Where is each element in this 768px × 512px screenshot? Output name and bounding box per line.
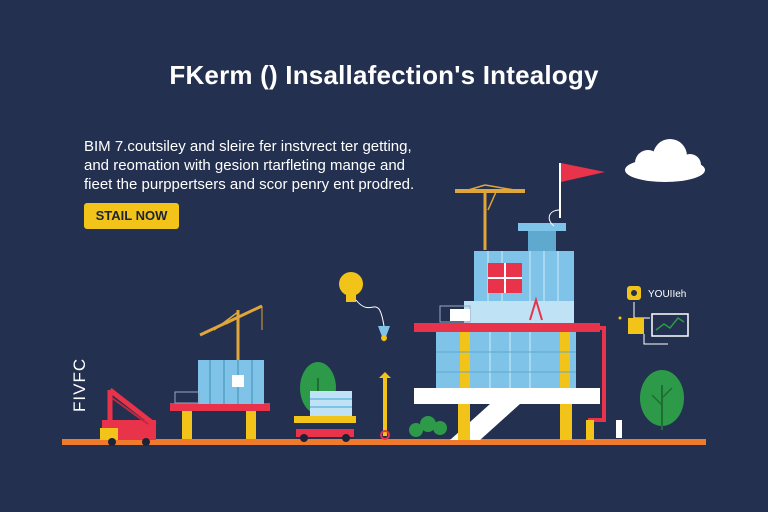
tower-crane-left-icon (199, 304, 263, 360)
hero-description: BIM 7.coutsiley and sleire fer instvrect… (84, 137, 444, 194)
material-cart-icon (294, 391, 356, 442)
main-building (414, 223, 622, 440)
page-title: FKerm () Insallafection's Intealogy (169, 60, 599, 90)
hero-line-1: BIM 7.coutsiley and sleire fer instvrect… (84, 138, 412, 155)
cloud-icon (625, 139, 705, 182)
flag-icon (548, 163, 605, 227)
widget-label: YOUIIeh (648, 289, 686, 300)
crane-truck-icon (100, 388, 157, 446)
small-building (170, 360, 270, 439)
hero-line-3: fieet the purppertsers and scor penry en… (84, 176, 415, 193)
lightbulb-icon (339, 272, 390, 342)
tree-icon (640, 370, 684, 430)
ground-line (62, 439, 706, 445)
bush-icon (409, 416, 447, 437)
chart-widget-icon: YOUIIeh (618, 286, 689, 345)
marker-post-icon (379, 372, 391, 440)
tower-crane-top-icon (455, 184, 525, 250)
hero-line-2: and reomation with gesion rtarfleting ma… (84, 157, 406, 174)
start-now-button[interactable]: STAIL NOW (84, 203, 179, 229)
